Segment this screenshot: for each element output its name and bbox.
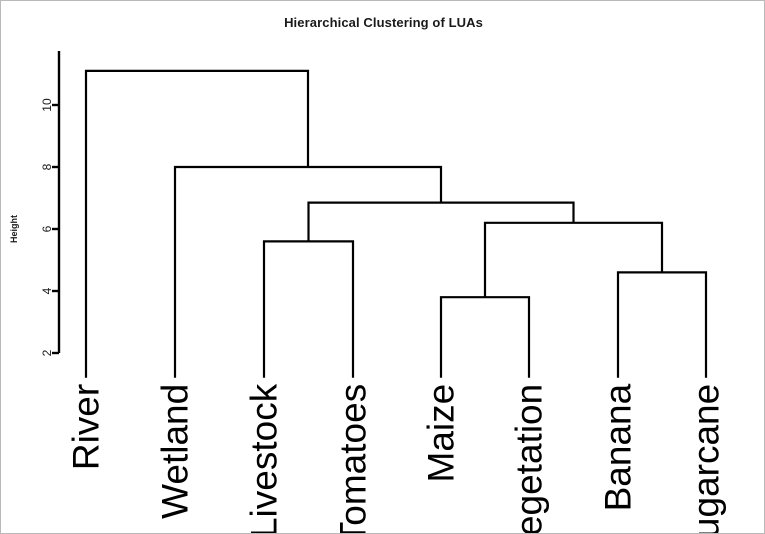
dendrogram-links (84, 69, 708, 378)
leaf-label-banana: Banana (598, 383, 639, 511)
leaf-label-livestock: Livestock (244, 383, 285, 534)
y-tick-label: 10 (40, 98, 54, 112)
page-title: Hierarchical Clustering of LUAs (284, 15, 483, 30)
y-axis-title: Height (9, 215, 19, 243)
leaf-label-vegetation: Vegetation (509, 384, 550, 534)
leaf-label-tomatoes: Tomatoes (333, 384, 374, 534)
y-tick-label: 6 (40, 225, 54, 232)
y-axis-ticks: 2 4 6 8 10 (40, 98, 59, 356)
dendrogram-link (262, 240, 355, 378)
dendrogram-link (84, 69, 310, 378)
y-tick-label: 4 (40, 287, 54, 294)
dendrogram-link (173, 165, 443, 378)
y-tick-label: 2 (40, 349, 54, 356)
leaf-label-maize: Maize (421, 384, 462, 483)
leaf-label-wetland: Wetland (155, 384, 196, 519)
y-tick-label: 8 (40, 163, 54, 170)
dendrogram-link (483, 221, 664, 298)
leaf-label-river: River (66, 384, 107, 470)
dendrogram-link (439, 296, 531, 378)
leaf-label-sugarcane: Sugarcane (686, 384, 727, 534)
dendrogram-link (616, 271, 708, 378)
leaf-labels: River Wetland Livestock Tomatoes Maize Vegeta… (66, 383, 727, 534)
y-axis-title-text: Height (9, 215, 19, 243)
